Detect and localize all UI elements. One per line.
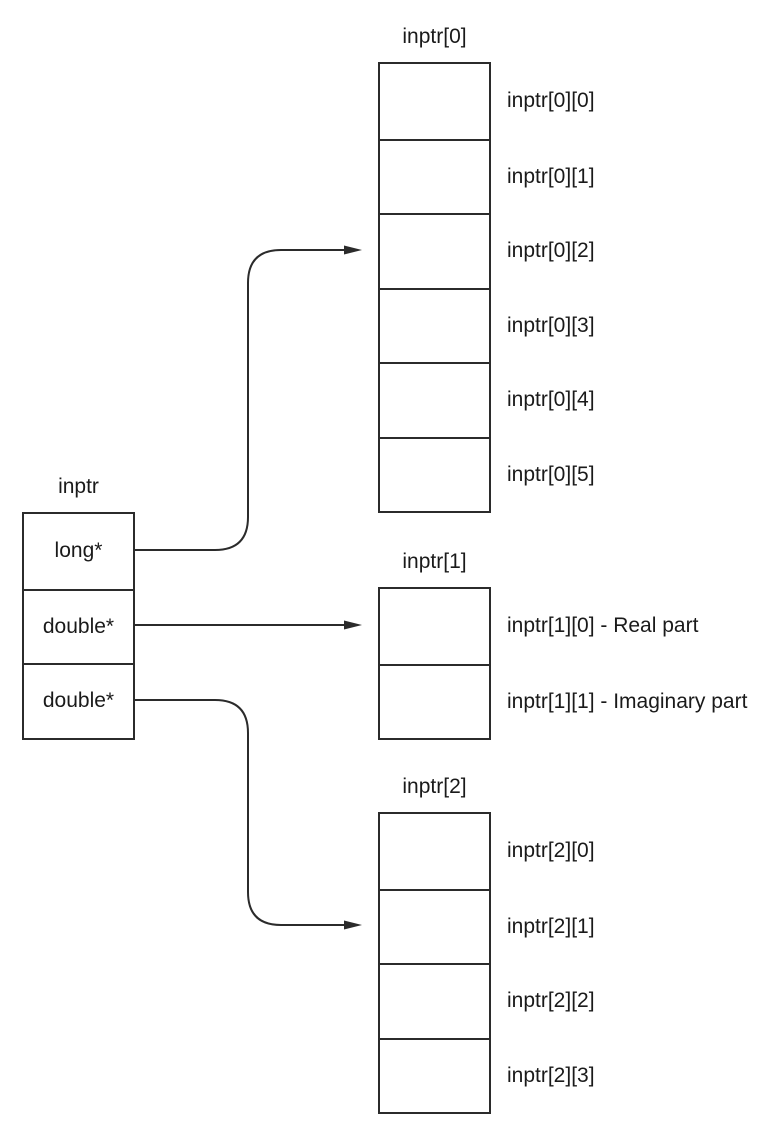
array-inptr2-box: inptr[2][0] inptr[2][1] inptr[2][2] inpt… [378,812,595,1114]
arrowhead-icon [344,920,362,930]
cell-label: inptr[0][1] [507,164,595,188]
array-cell: inptr[0][1] [380,138,595,214]
cell-label: inptr[1][1] - Imaginary part [507,689,748,713]
arrow-shaft [135,249,344,551]
array-inptr0-box: inptr[0][0] inptr[0][1] inptr[0][2] inpt… [378,62,595,513]
array-cell: inptr[0][0] [380,64,595,139]
pointer-cell-long: long* [24,514,133,589]
array-cell: inptr[2][1] [380,888,595,964]
array-inptr0-title: inptr[0] [402,25,467,48]
cell-label: inptr[0][3] [507,313,595,337]
pointer-cell-double-2: double* [24,663,133,738]
array-cell: inptr[2][2] [380,963,595,1038]
pointer-cell-label: long* [54,539,103,563]
array-inptr1-box: inptr[1][0] - Real part inptr[1][1] - Im… [378,587,747,740]
array-cell: inptr[1][0] - Real part [380,589,698,664]
pointer-block-box: long* double* double* [22,512,135,740]
pointer-cell-double-1: double* [24,588,133,664]
array-cell: inptr[2][0] [380,814,595,889]
array-cell: inptr[1][1] - Imaginary part [380,663,747,739]
array-cell: inptr[0][5] [380,436,595,512]
pointer-block-title: inptr [58,475,99,498]
array-cell: inptr[0][4] [380,362,595,437]
cell-label: inptr[0][0] [507,89,595,113]
cell-label: inptr[0][2] [507,239,595,263]
cell-label: inptr[0][5] [507,462,595,486]
arrow-double1-to-inptr1 [135,620,362,630]
cell-label: inptr[2][1] [507,914,595,938]
arrowhead-icon [344,620,362,630]
array-inptr2-title: inptr[2] [402,775,467,798]
cell-label: inptr[2][0] [507,839,595,863]
pointer-cell-label: double* [42,689,115,713]
array-cell: inptr[0][3] [380,287,595,363]
array-cell: inptr[2][3] [380,1037,595,1113]
cell-label: inptr[0][4] [507,388,595,412]
array-inptr1-title: inptr[1] [402,550,467,573]
cell-label: inptr[1][0] - Real part [507,614,699,638]
arrow-long-to-inptr0 [135,245,362,551]
arrow-shaft [135,699,344,926]
arrowhead-icon [344,245,362,255]
pointer-cell-label: double* [42,614,115,638]
cell-label: inptr[2][2] [507,989,595,1013]
cell-label: inptr[2][3] [507,1063,595,1087]
array-cell: inptr[0][2] [380,213,595,288]
arrow-double2-to-inptr2 [135,699,362,930]
